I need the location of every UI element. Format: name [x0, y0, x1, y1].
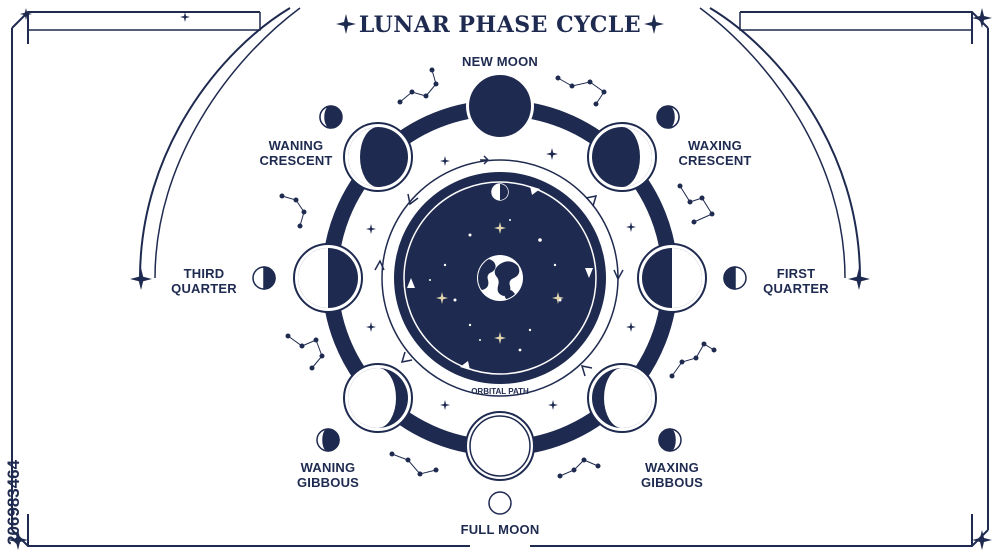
decorative-frame	[11, 7, 989, 547]
moon-new	[466, 72, 534, 140]
top-half-moon-icon	[491, 183, 509, 201]
frame-star-icon	[848, 268, 870, 290]
frame-star-icon	[972, 530, 992, 550]
moon-waning-crescent	[343, 122, 413, 192]
small-moon-icons	[252, 105, 747, 515]
moon-third-quarter	[293, 243, 363, 313]
inner-arrows	[407, 186, 593, 370]
stock-id-watermark: 206983464	[2, 300, 26, 550]
label-new-moon: NEW MOON	[462, 54, 538, 69]
moon-waning-gibbous	[343, 363, 413, 433]
small-waning-gibbous-icon	[316, 428, 340, 452]
label-line: QUARTER	[171, 281, 237, 296]
label-first-quarter: FIRST QUARTER	[758, 266, 834, 296]
constellations	[279, 67, 717, 479]
inner-orbit-line	[403, 181, 597, 375]
label-line: QUARTER	[763, 281, 829, 296]
small-waning-crescent-icon	[319, 105, 343, 129]
small-waxing-gibbous-icon	[658, 428, 682, 452]
orbital-arrows	[374, 155, 624, 377]
frame-star-icon	[180, 12, 190, 22]
stock-id-text: 206983464	[4, 459, 23, 545]
moon-full	[465, 411, 535, 481]
label-line: FIRST	[776, 266, 816, 281]
small-waxing-crescent-icon	[656, 105, 680, 129]
label-third-quarter: THIRD QUARTER	[166, 266, 242, 296]
frame-star-icon	[972, 8, 992, 28]
small-third-quarter-icon	[252, 266, 276, 290]
orbital-path-label: ORBITAL PATH	[471, 387, 529, 396]
space-stars	[429, 219, 562, 352]
small-full-moon-icon	[488, 491, 512, 515]
label-waning-crescent: WANING CRESCENT	[252, 138, 340, 168]
label-line: THIRD	[183, 266, 225, 281]
frame-star-icon	[130, 268, 152, 290]
label-line: WANING	[268, 138, 324, 153]
moon-waxing-crescent	[587, 122, 657, 192]
label-line: CRESCENT	[259, 153, 333, 168]
label-waxing-crescent: WAXING CRESCENT	[670, 138, 760, 168]
moon-first-quarter	[637, 243, 707, 313]
label-line: GIBBOUS	[640, 475, 704, 490]
label-line: GIBBOUS	[296, 475, 360, 490]
earth-icon	[477, 255, 523, 301]
moon-waxing-gibbous	[587, 363, 657, 433]
label-line: WAXING	[645, 460, 699, 475]
label-waxing-gibbous: WAXING GIBBOUS	[630, 460, 714, 490]
label-line: CRESCENT	[678, 153, 752, 168]
label-waning-gibbous: WANING GIBBOUS	[286, 460, 370, 490]
page-title: LUNAR PHASE CYCLE	[358, 12, 642, 38]
label-line: WAXING	[688, 138, 742, 153]
label-line: WANING	[300, 460, 356, 475]
label-full-moon: FULL MOON	[460, 522, 540, 537]
small-first-quarter-icon	[723, 266, 747, 290]
